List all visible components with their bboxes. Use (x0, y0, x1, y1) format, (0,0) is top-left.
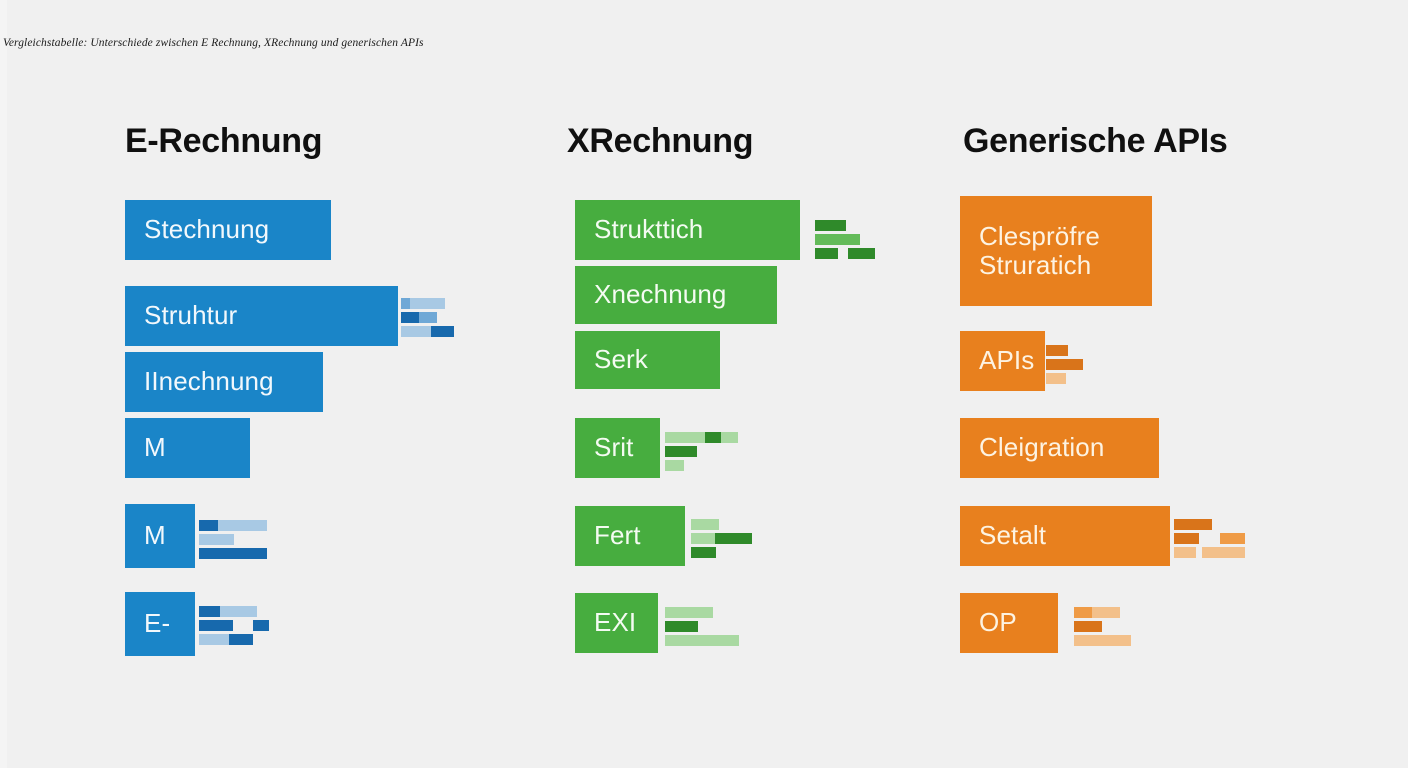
left-edge-strip (0, 0, 7, 768)
accent-e-rechnung-6b (220, 606, 257, 617)
bar-xrechnung-3[interactable]: Serk (575, 331, 720, 389)
bar-xrechnung-6[interactable]: EXI (575, 593, 658, 653)
accent-xrechnung-4b (705, 432, 721, 443)
accent-xrechnung-5a (691, 519, 719, 530)
accent-xrechnung-1a (815, 220, 846, 231)
figure-caption: Vergleichstabelle: Unterschiede zwischen… (3, 37, 424, 49)
bar-e-rechnung-4[interactable]: M (125, 418, 250, 478)
accent-e-rechnung-2b (410, 298, 445, 309)
bar-xrechnung-2[interactable]: Xnechnung (575, 266, 777, 324)
accent-e-rechnung-6c (199, 620, 233, 631)
accent-generische-apis-5d (1074, 635, 1131, 646)
column-title-generische-apis: Generische APIs (963, 122, 1228, 160)
accent-e-rechnung-6a (199, 606, 220, 617)
bar-generische-apis-4[interactable]: Setalt (960, 506, 1170, 566)
bar-xrechnung-5[interactable]: Fert (575, 506, 685, 566)
accent-e-rechnung-2e (401, 326, 431, 337)
accent-xrechnung-5c (715, 533, 752, 544)
accent-e-rechnung-2c (401, 312, 419, 323)
bar-xrechnung-1[interactable]: Strukttich (575, 200, 800, 260)
accent-generische-apis-4c (1220, 533, 1245, 544)
accent-generische-apis-4a (1174, 519, 1212, 530)
accent-xrechnung-4d (665, 446, 697, 457)
accent-generische-apis-2b (1046, 359, 1083, 370)
accent-generische-apis-5c (1074, 621, 1102, 632)
accent-xrechnung-6c (665, 635, 739, 646)
accent-generische-apis-5b (1092, 607, 1120, 618)
accent-generische-apis-4e (1202, 547, 1245, 558)
accent-e-rechnung-2f (431, 326, 454, 337)
column-generische-apis: Generische APIs Clespröfre Struratich AP… (945, 0, 1375, 768)
accent-xrechnung-1d (848, 248, 875, 259)
column-e-rechnung: E-Rechnung Stechnung Struhtur IInechnung… (110, 0, 540, 768)
bar-e-rechnung-1[interactable]: Stechnung (125, 200, 331, 260)
accent-xrechnung-6b (665, 621, 698, 632)
accent-xrechnung-6a (665, 607, 713, 618)
bar-e-rechnung-5[interactable]: M (125, 504, 195, 568)
bar-generische-apis-5[interactable]: OP (960, 593, 1058, 653)
accent-e-rechnung-6e (199, 634, 229, 645)
accent-e-rechnung-5d (199, 548, 267, 559)
column-title-xrechnung: XRechnung (567, 122, 754, 160)
bar-e-rechnung-3[interactable]: IInechnung (125, 352, 323, 412)
column-title-e-rechnung: E-Rechnung (125, 122, 323, 160)
accent-e-rechnung-5a (199, 520, 218, 531)
bar-generische-apis-2[interactable]: APIs (960, 331, 1045, 391)
accent-e-rechnung-5b (218, 520, 267, 531)
accent-e-rechnung-6d (253, 620, 269, 631)
bar-e-rechnung-2[interactable]: Struhtur (125, 286, 398, 346)
bar-generische-apis-1[interactable]: Clespröfre Struratich (960, 196, 1152, 306)
bar-e-rechnung-6[interactable]: E- (125, 592, 195, 656)
accent-generische-apis-2a (1046, 345, 1068, 356)
accent-xrechnung-1b (815, 234, 860, 245)
bar-xrechnung-4[interactable]: Srit (575, 418, 660, 478)
accent-e-rechnung-6f (229, 634, 253, 645)
column-xrechnung: XRechnung Strukttich Xnechnung Serk Srit… (560, 0, 990, 768)
accent-xrechnung-4c (721, 432, 738, 443)
accent-e-rechnung-5c (199, 534, 234, 545)
accent-e-rechnung-2d (419, 312, 437, 323)
accent-xrechnung-4e (665, 460, 684, 471)
accent-generische-apis-4b (1174, 533, 1199, 544)
accent-xrechnung-4a (665, 432, 705, 443)
accent-xrechnung-1c (815, 248, 838, 259)
bar-generische-apis-3[interactable]: Cleigration (960, 418, 1159, 478)
accent-generische-apis-5a (1074, 607, 1092, 618)
accent-generische-apis-4d (1174, 547, 1196, 558)
accent-generische-apis-2c (1046, 373, 1066, 384)
accent-xrechnung-5d (691, 547, 716, 558)
accent-xrechnung-5b (691, 533, 715, 544)
